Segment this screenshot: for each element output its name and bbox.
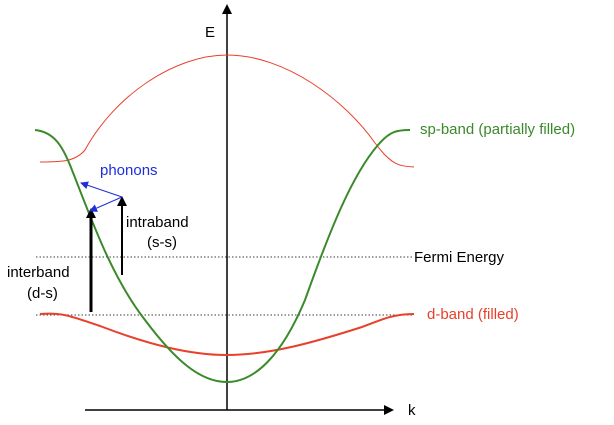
intraband-label-line1: intraband (126, 214, 189, 231)
phonon-arrow-upper (80, 181, 123, 198)
k-axis-label: k (408, 402, 416, 419)
intraband-label-line2: (s-s) (147, 234, 177, 251)
energy-axis-label: E (205, 24, 215, 41)
d-band-label: d-band (filled) (427, 306, 519, 323)
sp-band-label: sp-band (partially filled) (420, 121, 575, 138)
interband-label-line1: interband (7, 264, 70, 281)
d-band-curve (39, 312, 415, 357)
phonons-label: phonons (100, 162, 158, 179)
phonon-arrow-lower (89, 196, 123, 212)
interband-label-line2: (d-s) (27, 285, 58, 302)
sp-band-curve (34, 129, 411, 384)
fermi-energy-label: Fermi Energy (414, 249, 505, 266)
